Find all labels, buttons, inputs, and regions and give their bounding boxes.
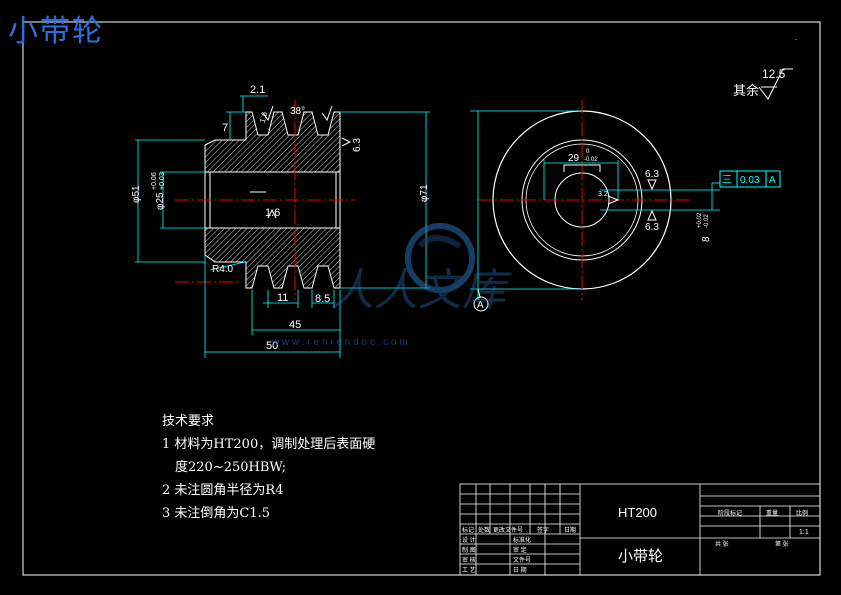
dim-8-5: 8.5 <box>315 293 330 305</box>
dim-50: 50 <box>266 340 278 352</box>
row-3: 工 艺 <box>462 566 476 574</box>
requirement-3: 3 未注倒角为C1.5 <box>162 506 271 521</box>
dim-45: 45 <box>289 319 301 331</box>
row2-0: 标准化 <box>513 536 531 544</box>
watermark: 人人文库 w w w . r e n r e n d o c . c o m <box>271 223 513 348</box>
requirement-1-cont: 度220~250HBW; <box>175 460 287 475</box>
end-view: 三 0.03 A 29 0 -0.02 6.3 6.3 3.2 8 +0.02 … <box>470 100 781 312</box>
dim-71: φ71 <box>419 184 430 202</box>
requirements-heading: 技术要求 <box>162 414 215 429</box>
tol-datum: A <box>769 175 776 186</box>
weight-label: 重量 <box>766 509 778 517</box>
roughness-note: 其余 12.5 . <box>733 33 797 100</box>
dim-8: 8 <box>701 236 712 242</box>
part-name: 小带轮 <box>618 548 663 565</box>
tolerance-frame <box>719 170 781 188</box>
watermark-url: w w w . r e n r e n d o c . c o m <box>271 337 408 348</box>
roughness-prefix: 其余 <box>733 83 759 98</box>
dim-6-3-r2: 6.3 <box>645 222 659 233</box>
datum-symbol <box>473 296 489 312</box>
datum-label: A <box>477 300 484 311</box>
hub-section-bottom <box>204 227 341 289</box>
dim-6-3-r1: 6.3 <box>645 169 659 180</box>
dim-6-3-left: 6.3 <box>352 138 363 152</box>
dim-1-6-top: 1.6 <box>258 110 270 124</box>
row-2: 审 核 <box>462 556 476 564</box>
requirement-1: 1 材料为HT200，调制处理后表面硬 <box>162 437 376 452</box>
scale-label: 比例 <box>796 509 808 517</box>
rev-col-3: 签字 <box>537 526 549 534</box>
dim-8-tol-dn: -0.02 <box>704 214 710 228</box>
drawing-title: 小带轮 <box>8 14 104 49</box>
svg-text:.: . <box>795 33 797 42</box>
watermark-text: 人人文库 <box>330 266 513 315</box>
sheet-label: 第 张 <box>775 540 789 548</box>
rev-col-1: 处数 <box>478 526 490 534</box>
tol-value: 0.03 <box>740 175 760 186</box>
requirement-2: 2 未注圆角半径为R4 <box>162 483 284 498</box>
rev-col-2: 更改文件号 <box>493 526 523 534</box>
dim-29: 29 <box>568 153 580 164</box>
dim-51: φ51 <box>131 185 142 203</box>
dim-1-6-mid: 1.6 <box>265 207 280 219</box>
roughness-value: 12.5 <box>762 67 786 81</box>
dim-11: 11 <box>277 292 288 304</box>
hub-section-top <box>204 111 341 173</box>
drawing-border <box>22 21 821 576</box>
dim-25-tol-dn: +0.03 <box>159 172 166 190</box>
rev-col-0: 标记 <box>462 526 474 534</box>
tol-symbol: 三 <box>722 175 732 186</box>
dim-25-tol-up: +0.06 <box>151 172 158 190</box>
material-label: HT200 <box>618 505 657 520</box>
dim-r4: R4.0 <box>212 264 234 275</box>
dim-3-2: 3.2 <box>598 191 608 198</box>
sheets-label: 共 张 <box>715 540 729 548</box>
dim-8-tol-up: +0.02 <box>697 212 703 228</box>
row2-2: 文件号 <box>513 556 531 564</box>
dim-38: 38° <box>290 106 305 117</box>
row-0: 设 计 <box>462 536 476 544</box>
rev-col-4: 日期 <box>564 526 576 534</box>
technical-requirements: 技术要求 1 材料为HT200，调制处理后表面硬 度220~250HBW; 2 … <box>162 410 375 525</box>
row-1: 制 图 <box>462 546 476 554</box>
dim-2-1: 2.1 <box>250 84 265 96</box>
row2-1: 审 定 <box>513 546 527 554</box>
row2-3: 日 期 <box>513 566 527 574</box>
stage-label: 阶段标记 <box>718 509 742 517</box>
dim-29-tol-dn: -0.02 <box>584 157 598 163</box>
dim-7: 7 <box>222 122 228 134</box>
dim-29-tol-up: 0 <box>586 149 590 155</box>
title-block-text: HT200 小带轮 1:1 阶段标记 重量 比例 共 张 第 张 标记 处数 更… <box>462 505 809 574</box>
scale-value: 1:1 <box>799 529 809 536</box>
dim-25: φ25 <box>155 192 166 210</box>
section-view: 2.1 7 38° 1.6 6.3 φ51 φ25 +0.06 +0.03 φ7… <box>131 84 430 358</box>
title-block <box>459 483 821 576</box>
